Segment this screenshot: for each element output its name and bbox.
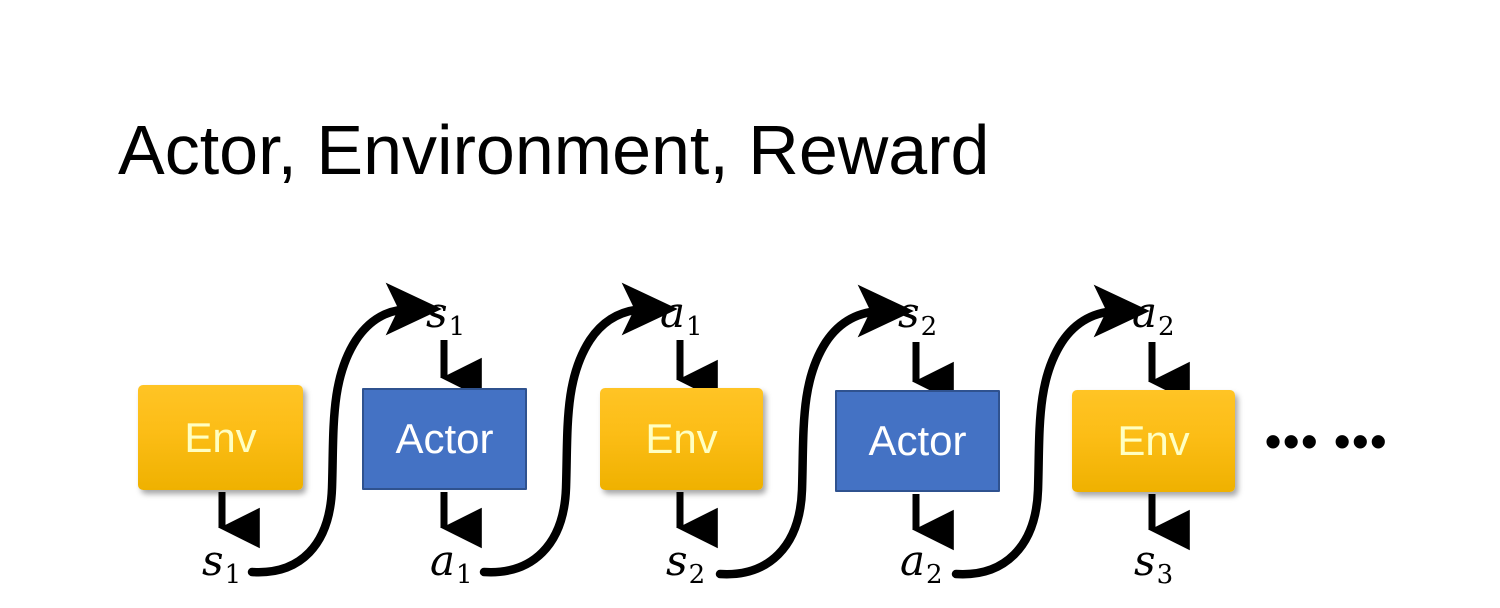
symbol-subscript: 1 bbox=[686, 311, 703, 342]
node-label: Actor bbox=[395, 415, 494, 462]
node-label: Actor bbox=[868, 417, 967, 464]
symbol-subscript: 1 bbox=[224, 559, 242, 590]
symbol-base: s bbox=[202, 536, 224, 585]
symbol-base: s bbox=[666, 536, 688, 585]
label-state-s2-top: s2 bbox=[898, 292, 937, 340]
node-env-1[interactable]: Env bbox=[138, 385, 303, 490]
label-state-s1-top: s1 bbox=[426, 292, 465, 340]
node-label: Env bbox=[184, 413, 257, 461]
node-label: Env bbox=[1117, 417, 1190, 464]
page-title: Actor, Environment, Reward bbox=[118, 111, 990, 189]
symbol-base: s bbox=[1134, 536, 1156, 585]
ellipsis-continuation: ••• ••• bbox=[1265, 415, 1389, 467]
node-actor-1[interactable]: Actor bbox=[362, 388, 527, 490]
symbol-base: a bbox=[660, 288, 686, 337]
node-label: Env bbox=[645, 415, 718, 462]
symbol-subscript: 3 bbox=[1156, 559, 1174, 590]
label-action-a2-top: a2 bbox=[1132, 292, 1175, 340]
label-state-s3-bottom: s3 bbox=[1134, 540, 1173, 588]
node-env-2[interactable]: Env bbox=[600, 388, 763, 490]
node-env-3[interactable]: Env bbox=[1072, 390, 1235, 492]
symbol-subscript: 1 bbox=[456, 559, 473, 590]
symbol-subscript: 2 bbox=[920, 311, 938, 342]
symbol-base: s bbox=[426, 288, 448, 337]
symbol-base: a bbox=[430, 536, 456, 585]
label-state-s2-bottom: s2 bbox=[666, 540, 705, 588]
symbol-subscript: 1 bbox=[448, 311, 466, 342]
label-state-s1-bottom: s1 bbox=[202, 540, 241, 588]
vertical-arrows-down-into-box bbox=[440, 340, 1190, 403]
node-actor-2[interactable]: Actor bbox=[835, 390, 1000, 492]
label-action-a1-bottom: a1 bbox=[430, 540, 473, 588]
label-action-a2-bottom: a2 bbox=[900, 540, 943, 588]
vertical-arrows-down-out-of-box bbox=[218, 492, 1190, 551]
label-action-a1-top: a1 bbox=[660, 292, 703, 340]
symbol-subscript: 2 bbox=[926, 559, 943, 590]
symbol-subscript: 2 bbox=[688, 559, 706, 590]
symbol-base: a bbox=[900, 536, 926, 585]
symbol-subscript: 2 bbox=[1158, 311, 1175, 342]
symbol-base: s bbox=[898, 288, 920, 337]
symbol-base: a bbox=[1132, 288, 1158, 337]
